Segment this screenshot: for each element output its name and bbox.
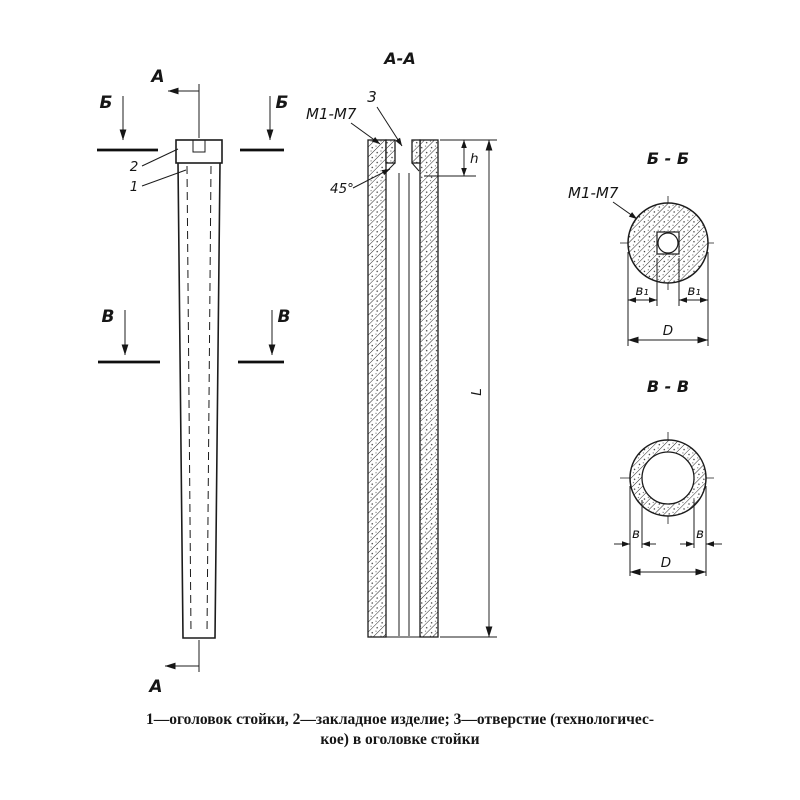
cut-label-b: Б [100,93,113,113]
wall-section-right [419,139,439,638]
section-bb: Б - Б М1-М7 в₁ в₁ D [568,149,716,346]
hidden-cavity-line [206,165,212,635]
post-shaft-outline [177,162,221,639]
dim-label-b: в [696,526,704,542]
leader-line [141,148,179,167]
dim-label-b1: в₁ [687,283,700,299]
dim-label-d: D [663,323,673,339]
leader-line [612,201,638,220]
wall-section-left [367,139,387,638]
section-title-vv: В - В [647,377,689,396]
caption-line-2: кое) в оголовке стойки [320,731,479,748]
cut-label-v: В [278,307,291,327]
cut-mark-v-right: В [238,307,291,364]
dimension-b1-left: в₁ [627,283,658,303]
dimension-d-vv: D [629,555,707,576]
dimension-d-bb: D [627,323,709,344]
part-label-3: 3 [367,88,377,106]
figure-caption: 1—оголовок стойки, 2—закладное изделие; … [146,711,654,748]
caption-line-1: 1—оголовок стойки, 2—закладное изделие; … [146,711,654,728]
cut-label-v: В [102,307,115,327]
embed-mark-label: М1-М7 [568,184,619,202]
ring-section-inner [641,451,695,505]
dim-label-l: L [469,388,485,396]
leader-line [352,168,391,189]
embed-mark-label: М1-М7 [306,105,357,123]
cut-label-a: А [147,677,162,697]
cut-label-a: А [149,67,164,87]
dimension-b-left: в [614,526,656,547]
leader-line [350,122,381,145]
dimension-b-right: в [680,526,722,547]
head-section-right [411,139,421,164]
part-label-1: 1 [130,179,139,195]
hidden-cavity-line [186,165,192,635]
section-vv: В - В в в D [614,377,722,576]
part-callouts: 2 1 [130,148,187,195]
dim-label-d: D [661,555,671,571]
cut-mark-v-left: В [98,307,160,364]
dim-label-b: в [632,526,640,542]
leader-line [141,169,187,187]
cut-mark-b-left: Б [97,93,158,152]
hole-chamfer-line [411,162,420,172]
cut-mark-a-bottom: А [147,640,200,697]
dim-label-b1: в₁ [635,283,648,299]
cut-mark-a-top: А [149,67,200,138]
round-hole-outline [657,232,679,254]
head-section-left [385,139,396,164]
section-aa: А-А М1-М7 3 45° h L [306,49,497,638]
section-title-aa: А-А [382,49,415,68]
part-label-2: 2 [130,159,139,175]
cut-label-b: Б [276,93,289,113]
angle-label: 45° [330,181,354,197]
leader-line [376,106,403,147]
section-title-bb: Б - Б [647,149,689,168]
head-hole-outline [192,139,206,153]
cut-mark-b-right: Б [240,93,289,152]
dim-label-h: h [470,151,479,167]
elevation-view: А А Б Б В В 2 [97,67,290,697]
dimension-b1-right: в₁ [678,283,709,303]
dimension-l: L [440,139,497,638]
